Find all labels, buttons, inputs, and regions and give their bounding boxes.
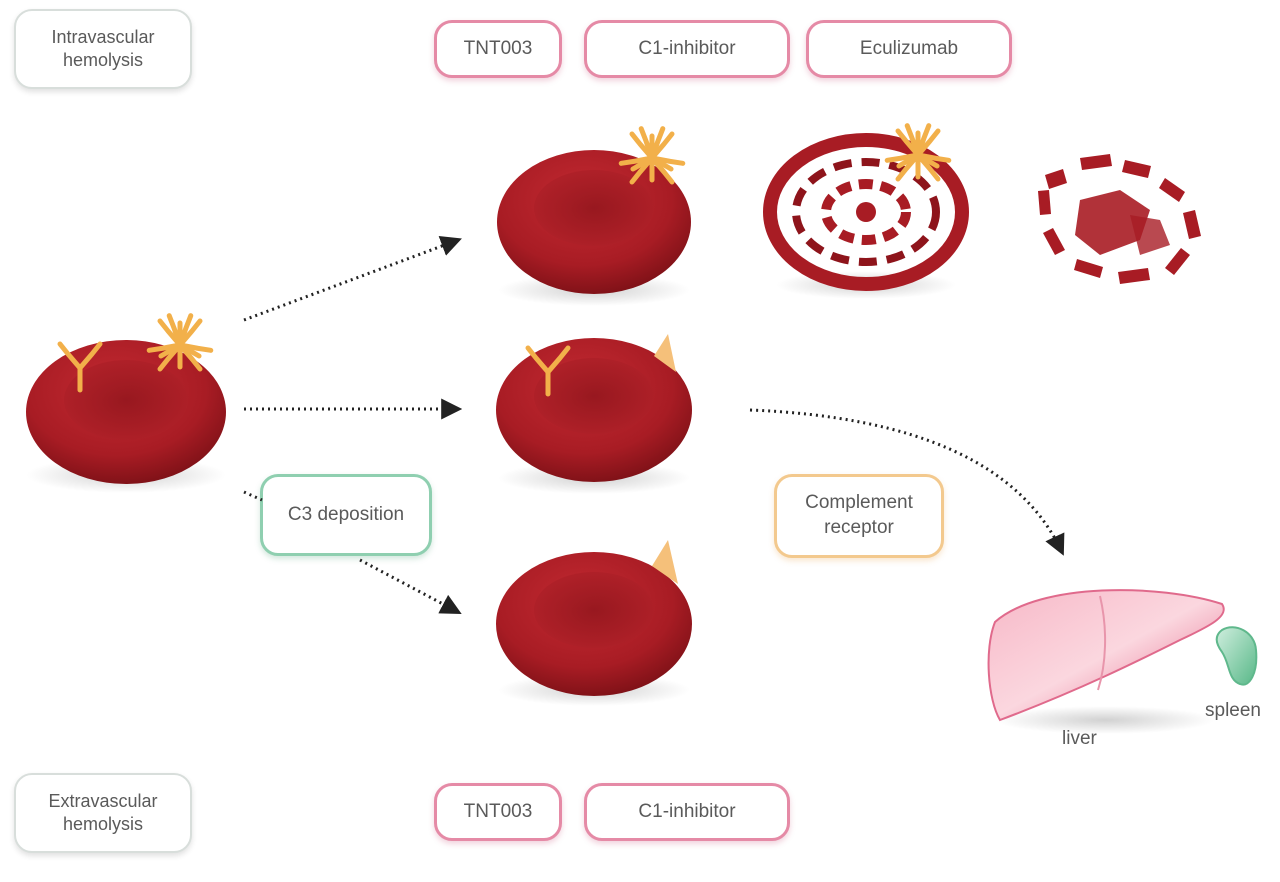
drug-top-eculizumab: Eculizumab [806, 20, 1012, 78]
intravascular-hemolysis-label: Intravascular hemolysis [14, 9, 192, 89]
arrow-to-bottom-cell [359, 558, 462, 614]
fragmented-red-blood-cell [1038, 154, 1201, 284]
liver-organ [987, 589, 1225, 734]
drug-top-tnt003: TNT003 [434, 20, 562, 78]
spleen-label: spleen [1205, 700, 1261, 721]
arrow-to-c3-box [243, 490, 263, 502]
bottom-red-blood-cell [496, 540, 692, 706]
drug-bottom-c1-inhibitor: C1-inhibitor [584, 783, 790, 841]
extravascular-hemolysis-label: Extravascular hemolysis [14, 773, 192, 853]
arrow-to-liver [749, 408, 1065, 556]
middle-red-blood-cell [496, 334, 692, 494]
complement-receptor-label: Complement receptor [774, 474, 944, 558]
arrow-to-top-cell [243, 236, 462, 322]
lysing-red-blood-cell [763, 126, 969, 299]
drug-bottom-tnt003: TNT003 [434, 783, 562, 841]
c3-fragment-bottom [652, 540, 678, 584]
source-red-blood-cell [26, 316, 226, 493]
c3-deposition-label: C3 deposition [260, 474, 432, 556]
drug-top-c1-inhibitor: C1-inhibitor [584, 20, 790, 78]
c3-fragment-middle [654, 334, 676, 372]
top-red-blood-cell [497, 129, 691, 306]
spleen-organ [1215, 626, 1258, 686]
